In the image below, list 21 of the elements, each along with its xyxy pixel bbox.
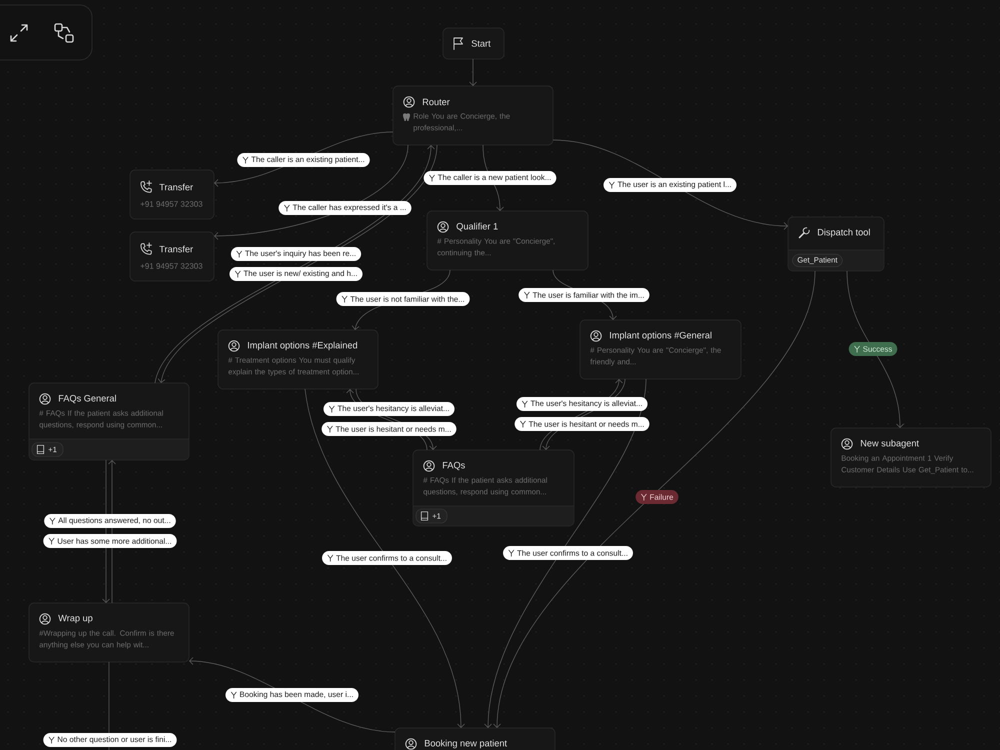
phone-number: +91 94957 32303: [140, 201, 202, 207]
node-title: Router: [422, 98, 450, 106]
node-title: Start: [472, 40, 491, 47]
node-title: New subagent: [860, 440, 919, 448]
phone-number: +91 94957 32303: [140, 263, 202, 269]
node-title: Implant options #Explained: [248, 342, 358, 350]
node-title: Transfer: [159, 184, 193, 190]
arrow: [552, 140, 788, 230]
arrow: [484, 378, 646, 728]
arrow: [304, 388, 465, 728]
node-title: Transfer: [159, 246, 193, 252]
node-title: Wrap up: [58, 614, 92, 624]
arrow: [846, 270, 904, 428]
node-title: Dispatch tool: [818, 228, 870, 238]
arrow: [469, 58, 477, 86]
arrow: [493, 270, 816, 728]
node-title: FAQs: [442, 462, 465, 470]
node-title: Booking new patient: [424, 740, 507, 748]
node-title: FAQs General: [58, 394, 116, 404]
node-title: Implant options #General: [610, 332, 712, 340]
node-title: Qualifier 1: [456, 222, 498, 232]
